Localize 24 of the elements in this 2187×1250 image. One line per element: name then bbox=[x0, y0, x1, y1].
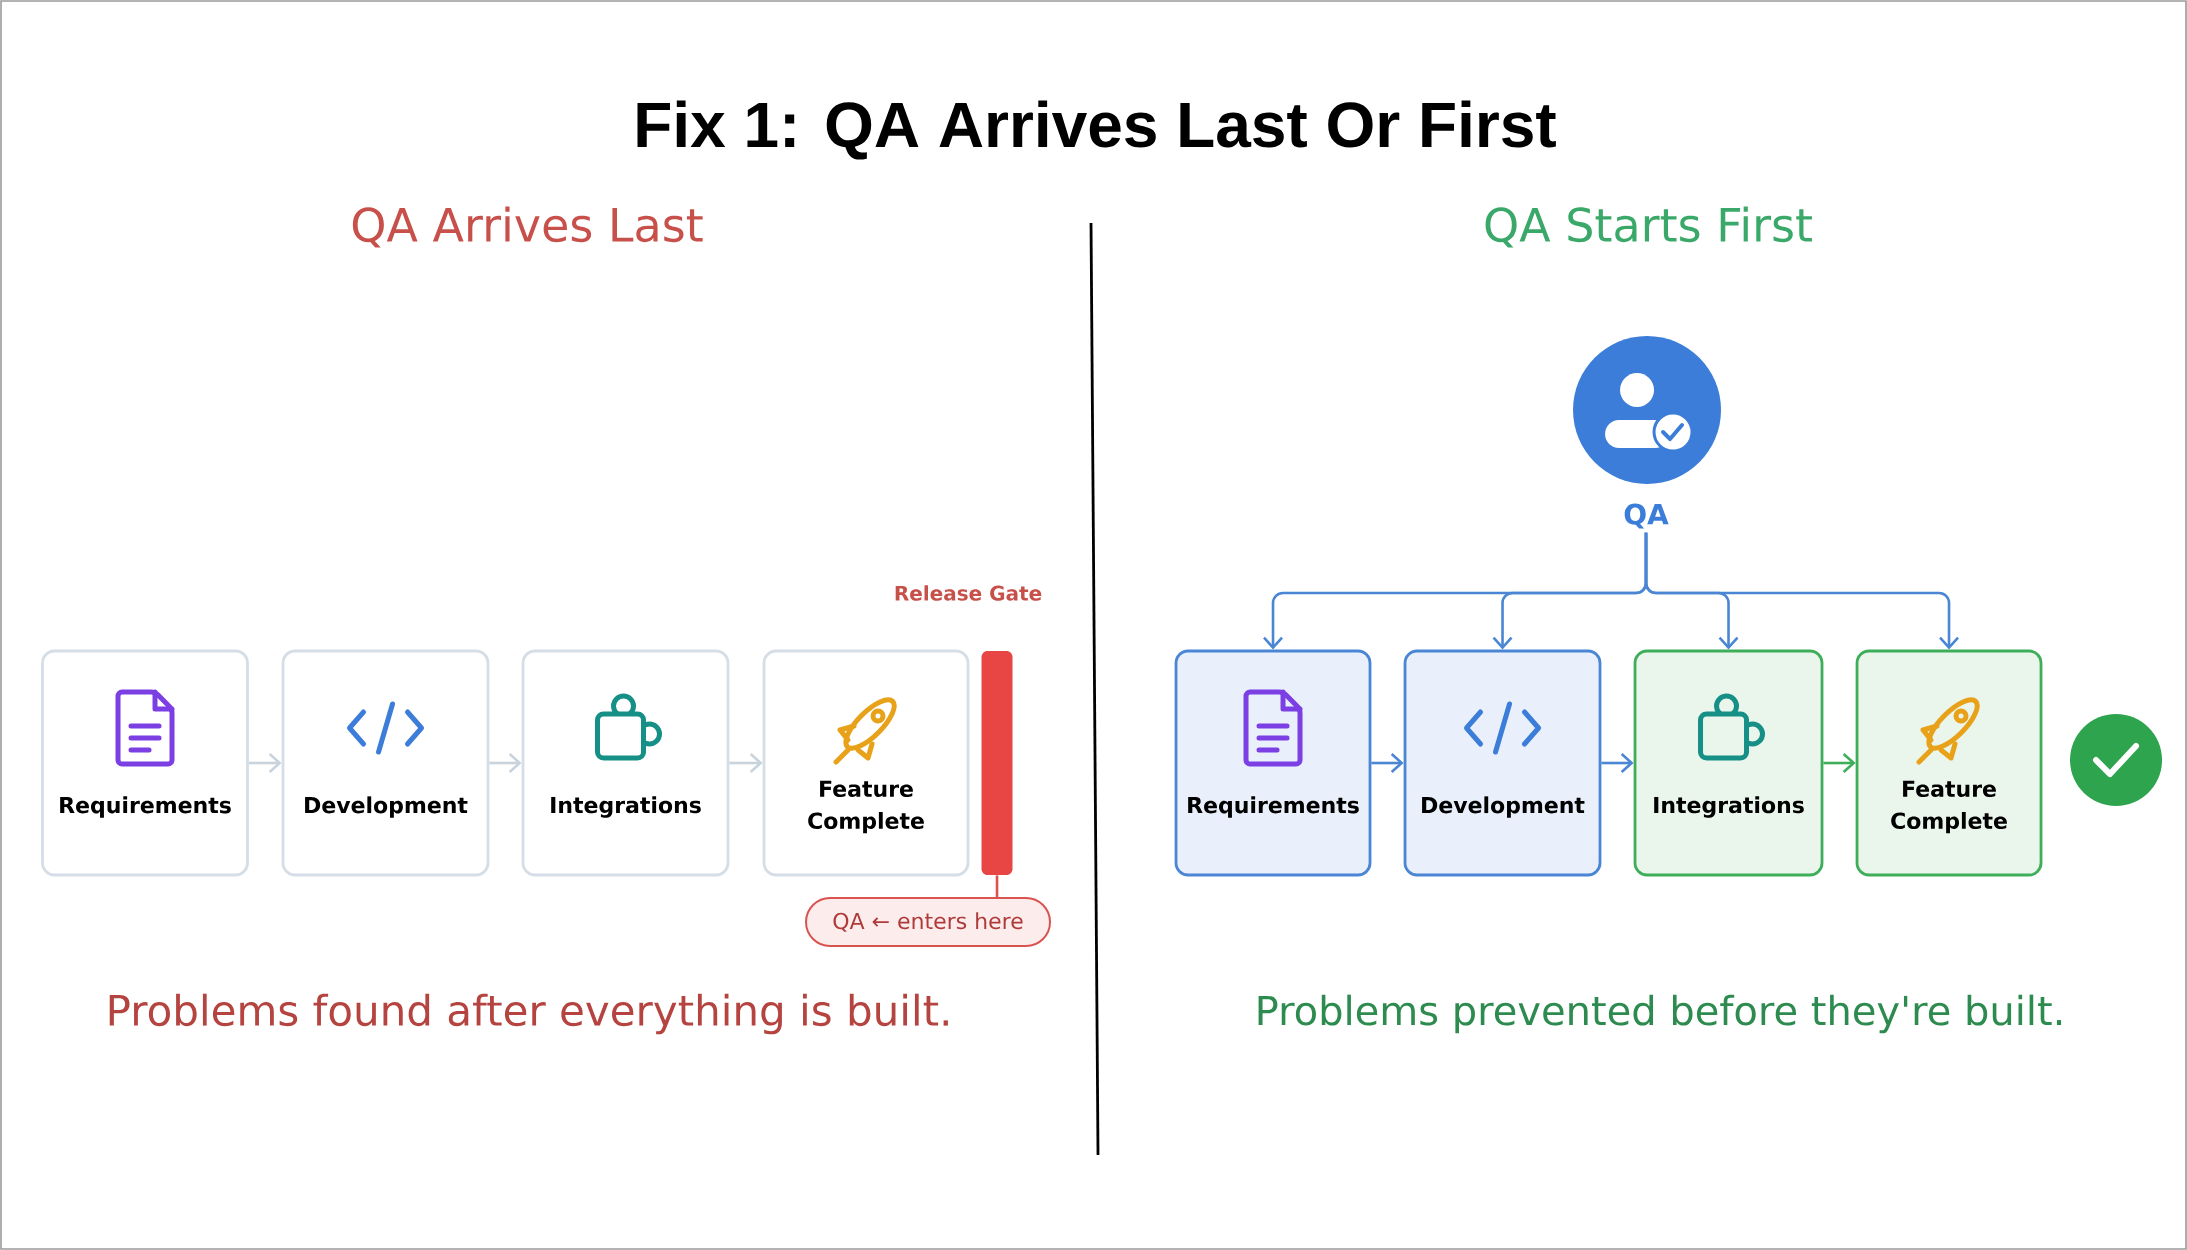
process-box: Integrations bbox=[521, 649, 730, 877]
section-heading: QA Starts First bbox=[1485, 206, 1812, 248]
arrow bbox=[1371, 753, 1404, 773]
arrow bbox=[489, 753, 522, 773]
summary-text: Problems found after everything is built. bbox=[109, 993, 948, 1035]
leader-line bbox=[995, 875, 999, 897]
summary-text: Problems prevented before they're built. bbox=[1258, 994, 2062, 1034]
qa-label: QA bbox=[1624, 503, 1669, 529]
process-box: Feature Complete bbox=[762, 649, 970, 877]
arrow bbox=[1644, 532, 1959, 650]
gate-label: Release Gate bbox=[895, 585, 1042, 601]
process-box: Feature Complete bbox=[1855, 649, 2043, 877]
arrow bbox=[729, 753, 763, 773]
process-box: Development bbox=[1403, 649, 1602, 877]
process-box: Requirements bbox=[41, 649, 249, 877]
process-box: Integrations bbox=[1633, 649, 1824, 877]
arrow bbox=[1823, 753, 1856, 773]
arrow bbox=[1601, 753, 1634, 773]
section-heading: QA Arrives Last bbox=[352, 206, 703, 248]
title: Fix 1: QA Arrives Last Or First bbox=[637, 100, 1556, 160]
arrow bbox=[248, 753, 282, 773]
process-box: Requirements bbox=[1174, 649, 1372, 877]
callout-pill: QA ← enters here bbox=[805, 897, 1051, 947]
process-box: Development bbox=[281, 649, 490, 877]
